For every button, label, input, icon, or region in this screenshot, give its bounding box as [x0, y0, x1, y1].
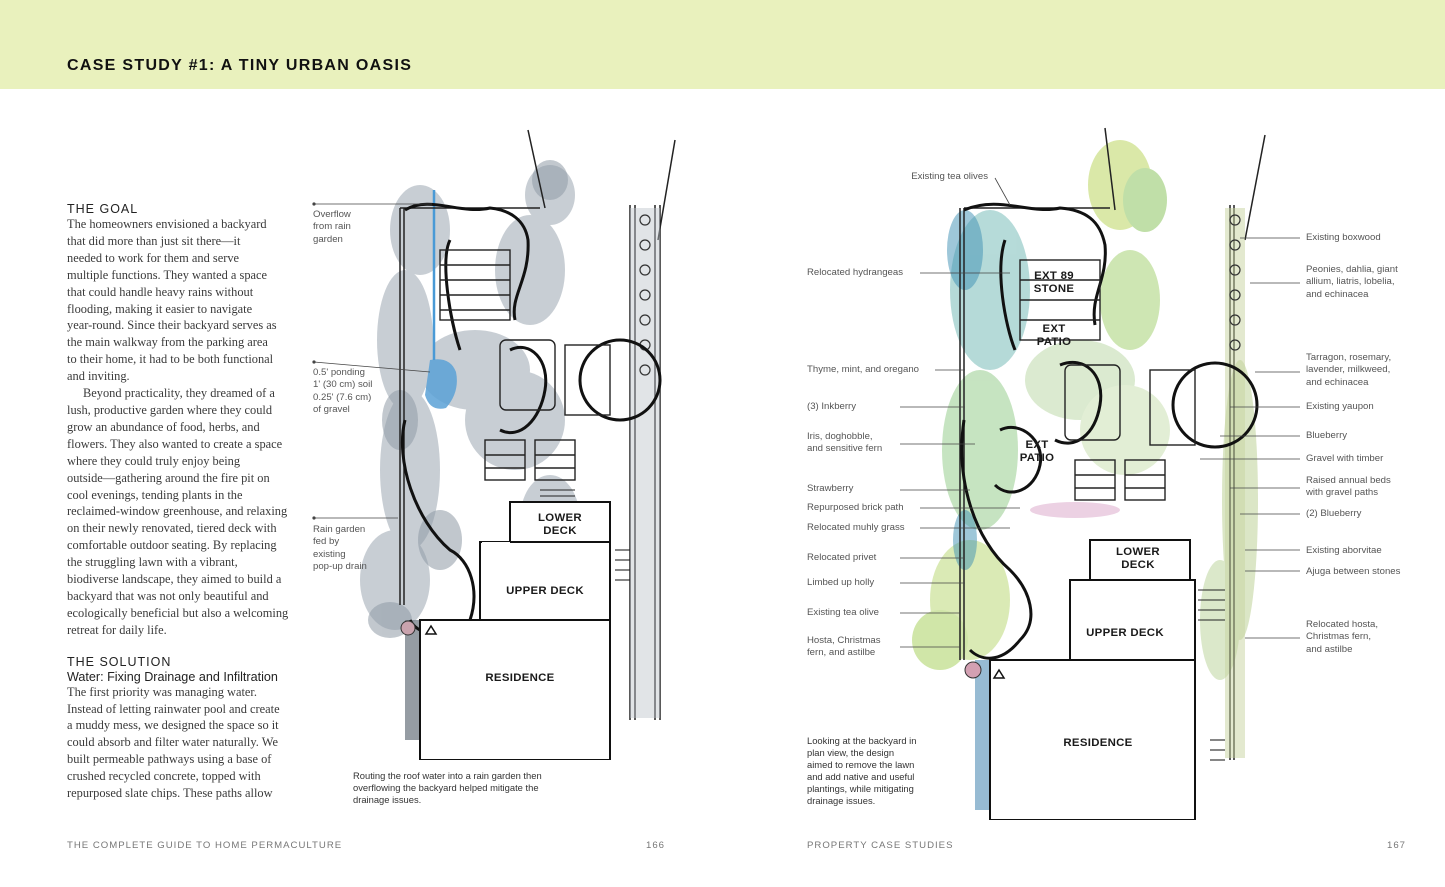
- plan1-upper-deck-label: UPPER DECK: [506, 585, 584, 597]
- callout-gravel-timber: Gravel with timber: [1306, 453, 1384, 464]
- body-text-line: that could handle heavy rains without: [67, 284, 254, 299]
- body-text-line: to their home, it had to be both functio…: [67, 352, 274, 367]
- plan2-residence-label: RESIDENCE: [1063, 737, 1133, 749]
- solution-subheading: Water: Fixing Drainage and Infiltration: [67, 669, 278, 684]
- footer-book-title: THE COMPLETE GUIDE TO HOME PERMACULTURE: [67, 840, 343, 851]
- body-text-line: lush, productive garden where they could: [67, 402, 273, 417]
- callout-ajuga: Ajuga between stones: [1306, 566, 1401, 577]
- body-text-line: grow an abundance of food, herbs, and: [67, 419, 260, 434]
- callout-existing-tea-olives: Existing tea olives: [911, 171, 988, 182]
- callout-relocated-privet: Relocated privet: [807, 552, 877, 563]
- callout-existing-tea-olive: Existing tea olive: [807, 607, 879, 618]
- body-text-line: flowers. They also wanted to create a sp…: [67, 436, 283, 451]
- page-title: CASE STUDY #1: A TINY URBAN OASIS: [67, 57, 413, 74]
- body-text-line: The first priority was managing water.: [67, 684, 257, 699]
- body-text-line: that did more than just sit there—it: [67, 233, 241, 248]
- plan1-residence-label: RESIDENCE: [485, 672, 555, 684]
- footer-section-title: PROPERTY CASE STUDIES: [807, 840, 954, 851]
- callout-iris-doghobble: Iris, doghobble,and sensitive fern: [807, 431, 883, 455]
- body-text-line: ecologically beneficial but also a welco…: [67, 605, 289, 620]
- callout-relocated-hosta: Relocated hosta,Christmas fern,and astil…: [1306, 619, 1378, 655]
- article-column: THE GOAL The homeowners envisioned a bac…: [67, 202, 299, 802]
- footer-page-left: 166: [646, 840, 666, 851]
- body-text-line: needed to work for them and serve: [67, 250, 240, 265]
- plan1-caption: Routing the roof water into a rain garde…: [353, 770, 542, 805]
- body-text-line: on their newly renovated, tiered deck wi…: [67, 521, 277, 536]
- callout-existing-boxwood: Existing boxwood: [1306, 232, 1381, 243]
- header-banner: CASE STUDY #1: A TINY URBAN OASIS: [0, 0, 1445, 89]
- body-text-line: Beyond practicality, they dreamed of a: [83, 386, 275, 401]
- goal-heading: THE GOAL: [67, 202, 139, 216]
- footer-page-right: 167: [1387, 840, 1407, 851]
- callout-inkberry: (3) Inkberry: [807, 401, 857, 412]
- planting-plan-drawing: [900, 127, 1300, 820]
- solution-paragraph: The first priority was managing water. In…: [67, 684, 299, 802]
- rain-garden-plan-drawing: [312, 129, 676, 760]
- callout-relocated-hydrangeas: Relocated hydrangeas: [807, 267, 904, 278]
- callout-limbed-holly: Limbed up holly: [807, 577, 875, 588]
- callout-blueberry: Blueberry: [1306, 430, 1348, 441]
- body-text-line: crushed recycled concrete, topped with: [67, 769, 261, 784]
- body-text-line: could absorb and filter water naturally.…: [67, 735, 278, 750]
- callout-brick-path: Repurposed brick path: [807, 502, 904, 513]
- body-text-line: and inviting.: [67, 369, 130, 384]
- callout-strawberry: Strawberry: [807, 483, 854, 494]
- body-text-line: outside—gathering around the fire pit on: [67, 470, 270, 485]
- body-text-line: Instead of letting rainwater pool and cr…: [67, 701, 280, 716]
- callout-2-blueberry: (2) Blueberry: [1306, 508, 1362, 519]
- body-text-line: multiple functions. They wanted a space: [67, 267, 268, 282]
- body-text-line: the struggling lawn with a vibrant,: [67, 555, 238, 570]
- body-text-line: where they could truly enjoy being: [67, 453, 241, 468]
- body-text-line: cool evenings, tending plants in the: [67, 487, 243, 502]
- body-text-line: repurposed slate chips. These paths allo…: [67, 786, 273, 801]
- callout-tarragon-rosemary: Tarragon, rosemary,lavender, milkweed,an…: [1306, 352, 1392, 388]
- callout-existing-aborvitae: Existing aborvitae: [1306, 545, 1382, 556]
- body-text-line: retreat for daily life.: [67, 622, 167, 637]
- solution-heading: THE SOLUTION: [67, 654, 172, 669]
- callout-muhly-grass: Relocated muhly grass: [807, 522, 905, 533]
- body-text-line: reclaimed-window greenhouse, and relaxin…: [67, 504, 288, 519]
- body-text-line: backyard that was not only beautiful and: [67, 588, 269, 603]
- goal-paragraph-1: The homeowners envisioned a backyard that…: [67, 216, 299, 385]
- callout-existing-yaupon: Existing yaupon: [1306, 401, 1374, 412]
- body-text-line: the main walkway from the parking area: [67, 335, 268, 350]
- callout-thyme-mint-oregano: Thyme, mint, and oregano: [807, 364, 919, 375]
- body-text-line: The homeowners envisioned a backyard: [67, 217, 267, 231]
- plan2-upper-deck-label: UPPER DECK: [1086, 627, 1164, 639]
- body-text-line: year-round. Since their backyard serves …: [67, 318, 277, 333]
- body-text-line: flooding, making it easier to navigate: [67, 301, 253, 316]
- body-text-line: a muddy mess, we designed the space so i…: [67, 718, 279, 733]
- body-text-line: built permeable pathways using a base of: [67, 752, 272, 767]
- body-text-line: comfortable outdoor seating. By replacin…: [67, 538, 277, 553]
- body-text-line: biodiverse landscape, they aimed to buil…: [67, 572, 282, 587]
